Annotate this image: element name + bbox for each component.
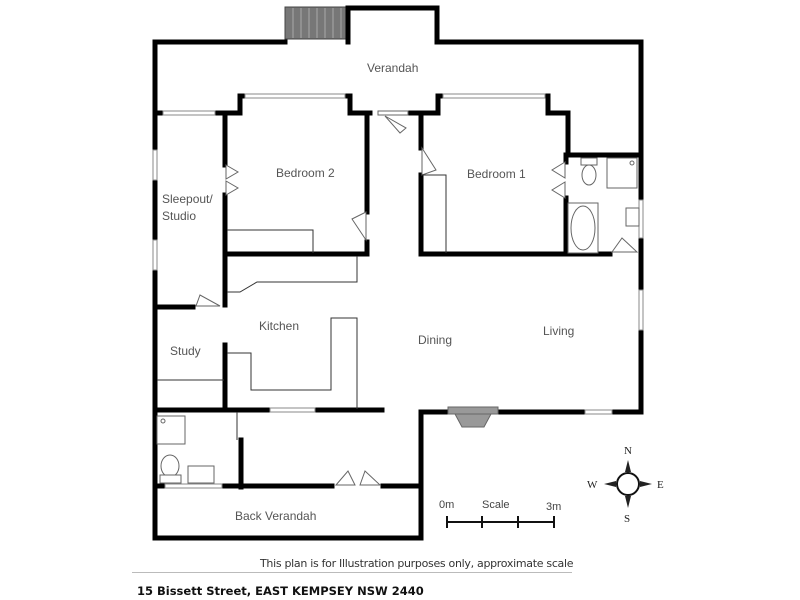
room-label-kitchen: Kitchen <box>259 319 299 333</box>
room-label-back-verandah: Back Verandah <box>235 509 316 523</box>
room-label-sleepout: Sleepout/ <box>162 192 213 206</box>
room-label-dining: Dining <box>418 333 452 347</box>
fireplace <box>447 406 499 428</box>
disclaimer-text: This plan is for Illustration purposes o… <box>260 557 574 570</box>
compass-north: N <box>624 445 632 457</box>
exterior-walls <box>152 5 644 541</box>
compass-east: E <box>657 479 664 491</box>
scale-end-label: 3m <box>546 501 561 513</box>
scale-bar: 0m Scale 3m <box>439 499 561 528</box>
property-address: 15 Bissett Street, EAST KEMPSEY NSW 2440 <box>137 584 424 598</box>
doors <box>195 110 639 486</box>
room-label-study: Study <box>170 344 201 358</box>
compass-west: W <box>587 479 598 491</box>
room-label-bedroom-1: Bedroom 1 <box>467 167 526 181</box>
interior-walls <box>152 93 644 490</box>
room-label-studio: Studio <box>162 209 196 223</box>
fixtures <box>156 157 640 484</box>
compass-south: S <box>624 513 630 525</box>
room-label-verandah: Verandah <box>367 61 418 75</box>
room-label-living: Living <box>543 324 574 338</box>
scale-start-label: 0m <box>439 499 454 511</box>
footer-divider <box>132 572 572 573</box>
compass-icon: N S W E <box>587 445 664 525</box>
scale-title: Scale <box>482 499 510 511</box>
windows <box>152 93 644 489</box>
stairs <box>284 6 349 40</box>
room-label-bedroom-2: Bedroom 2 <box>276 166 335 180</box>
